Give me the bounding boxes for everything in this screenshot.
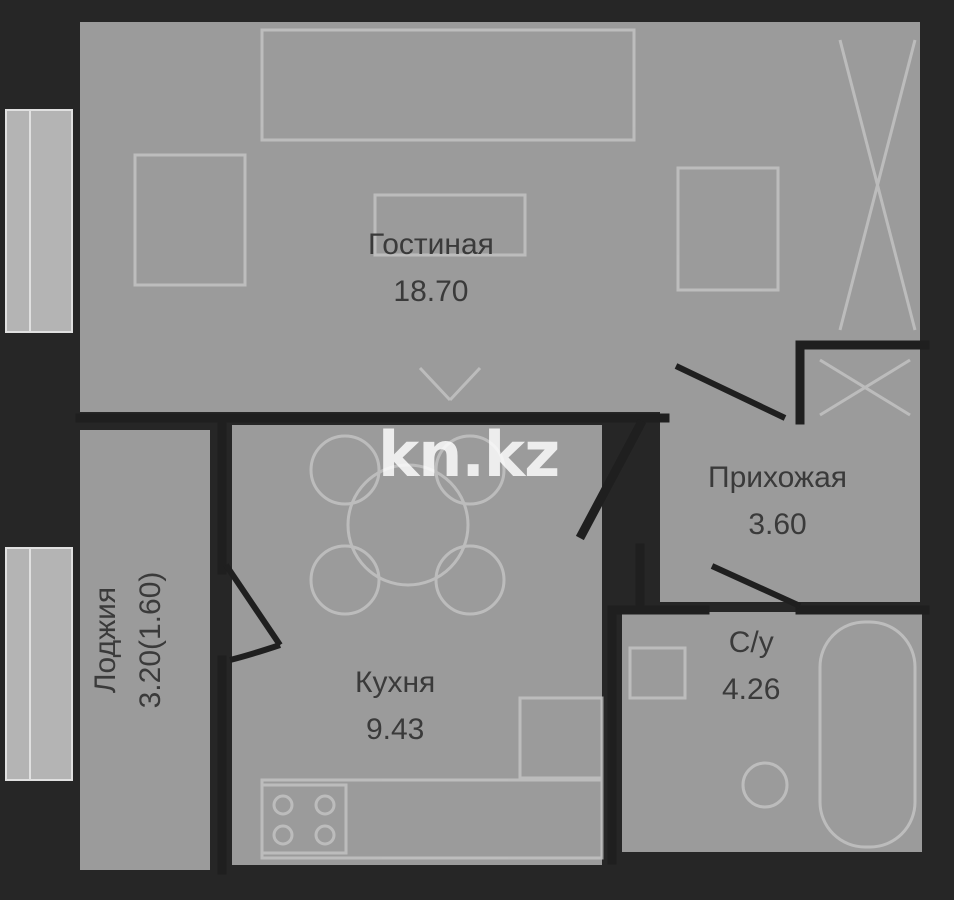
fridge xyxy=(518,696,604,780)
watermark: kn.kz xyxy=(378,418,560,491)
window-left-top xyxy=(5,109,73,333)
living-room-floor xyxy=(80,22,920,412)
armchair-left xyxy=(133,153,247,287)
bathroom-floor xyxy=(622,612,922,852)
dining-chair-2 xyxy=(434,434,506,506)
living-room-area: 18.70 xyxy=(393,274,469,308)
hallway-floor xyxy=(660,412,920,602)
stove xyxy=(260,783,348,855)
armchair-right xyxy=(676,166,780,292)
hallway-area: 3.60 xyxy=(748,507,807,541)
toilet xyxy=(741,761,789,809)
dining-chair-3 xyxy=(309,544,381,616)
kitchen-label: Кухня 9.43 xyxy=(355,660,435,753)
window-left-bottom xyxy=(5,547,73,781)
hallway-name: Прихожая xyxy=(708,461,848,494)
interior-walls xyxy=(75,340,930,875)
hallway-label: Прихожая 3.60 xyxy=(708,455,847,548)
dining-chair-4 xyxy=(434,544,506,616)
dining-chair-1 xyxy=(309,434,381,506)
kitchen-name: Кухня xyxy=(355,666,436,699)
bathroom-area: 4.26 xyxy=(722,672,781,706)
windows xyxy=(5,109,73,781)
sink xyxy=(628,646,687,700)
bathroom-label: С/у 4.26 xyxy=(722,620,780,713)
furniture xyxy=(133,28,917,860)
dining-table xyxy=(346,463,470,587)
coffee-table xyxy=(373,193,527,257)
kitchen-floor xyxy=(232,425,602,865)
living-room-label: Гостиная 18.70 xyxy=(368,222,494,315)
door-swings xyxy=(223,363,802,663)
loggia-name: Лоджия xyxy=(89,586,122,694)
loggia-label: Лоджия 3.20(1.60) xyxy=(83,572,173,709)
wardrobe xyxy=(260,28,636,142)
living-room-name: Гостиная xyxy=(368,228,494,261)
bathroom-name: С/у xyxy=(728,626,774,659)
kitchen-area: 9.43 xyxy=(365,712,425,746)
bathtub xyxy=(818,620,917,849)
floors xyxy=(80,22,922,870)
loggia-floor xyxy=(80,430,210,870)
loggia-area: 3.20(1.60) xyxy=(134,571,167,709)
